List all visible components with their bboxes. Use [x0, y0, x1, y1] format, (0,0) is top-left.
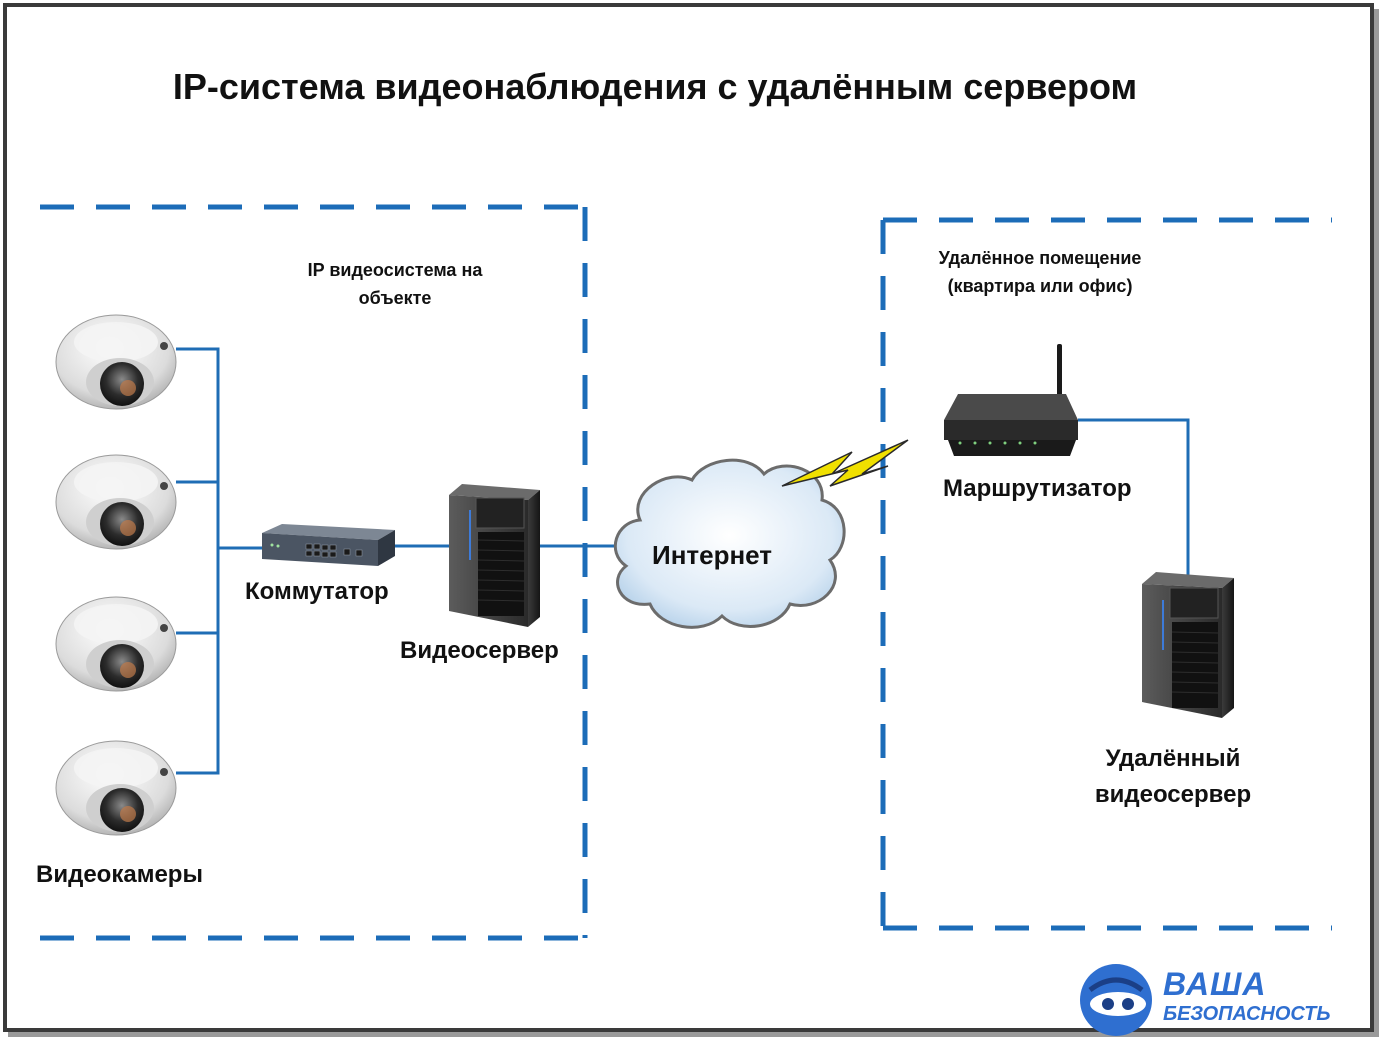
- camera-1: [55, 314, 177, 410]
- router-icon: [944, 344, 1078, 456]
- router-label: Маршрутизатор: [943, 475, 1132, 502]
- diagram-title: IP-система видеонаблюдения с удалённым с…: [172, 66, 1138, 107]
- remote-zone-border: [880, 217, 1332, 931]
- logo-line-2: БЕЗОПАСНОСТЬ: [1163, 1003, 1331, 1025]
- switch-label: Коммутатор: [245, 578, 389, 605]
- remote-zone-label: Удалённое помещение (квартира или офис): [938, 248, 1142, 296]
- remote-video-server-icon: [1142, 572, 1234, 718]
- local-zone-label: IP видеосистема на объекте: [307, 260, 483, 308]
- video-server-icon: [449, 484, 540, 627]
- camera-4: [55, 740, 177, 836]
- video-server-label: Видеосервер: [400, 637, 559, 664]
- switch-icon: [262, 524, 395, 566]
- network-links: [176, 347, 1190, 775]
- cameras-label: Видеокамеры: [36, 861, 203, 888]
- logo-mascot-icon: [1080, 964, 1152, 1036]
- camera-2: [55, 454, 177, 550]
- camera-3: [55, 596, 177, 692]
- internet-cloud-icon: [613, 458, 846, 629]
- logo: ВАША БЕЗОПАСНОСТЬ: [1163, 966, 1330, 1026]
- remote-server-label: Удалённый видеосервер: [1094, 745, 1252, 808]
- wireless-link-icon: [781, 439, 909, 487]
- local-zone-border: [40, 204, 588, 941]
- internet-label: Интернет: [652, 540, 773, 570]
- logo-line-1: ВАША: [1163, 966, 1267, 1002]
